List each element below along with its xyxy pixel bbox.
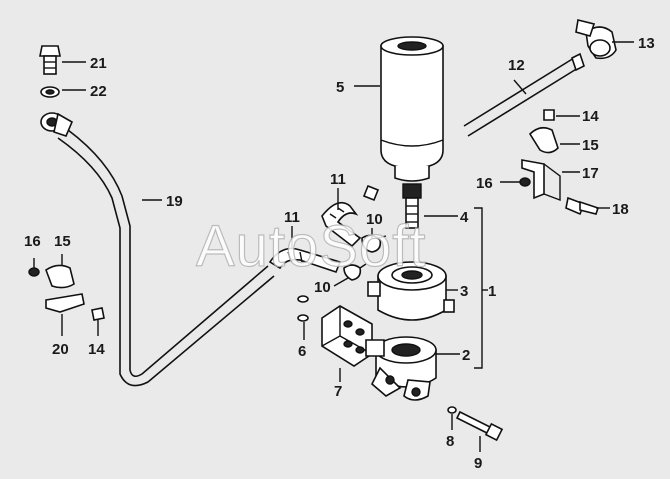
- callout-9: 9: [474, 455, 482, 472]
- callout-2: 2: [462, 347, 470, 364]
- leader-lines: [33, 41, 634, 452]
- callout-5: 5: [336, 79, 344, 96]
- callout-14-right: 14: [582, 108, 599, 125]
- assembly-bracket: [474, 207, 488, 369]
- bracket-left: [28, 264, 105, 321]
- filter-head: [367, 261, 455, 321]
- callout-16-right: 16: [476, 175, 493, 192]
- callout-15-right: 15: [582, 137, 599, 154]
- banjo-bolt: [39, 45, 61, 75]
- hose-upper: [321, 184, 380, 248]
- callout-14-left: 14: [88, 341, 105, 358]
- sealing-washer: [40, 86, 60, 98]
- washer-set: [297, 295, 309, 322]
- callout-10-lower: 10: [314, 279, 331, 296]
- callout-21: 21: [90, 55, 107, 72]
- callout-8: 8: [446, 433, 454, 450]
- watermark: AutoSoft: [196, 214, 426, 279]
- callout-22: 22: [90, 83, 107, 100]
- callout-15-left: 15: [54, 233, 71, 250]
- callout-1: 1: [488, 283, 496, 300]
- callout-19: 19: [166, 193, 183, 210]
- callout-11-lower: 11: [284, 209, 300, 226]
- callout-4: 4: [460, 209, 469, 226]
- mounting-bolt: [447, 406, 504, 442]
- bracket-right: [519, 109, 600, 216]
- callout-labels: 21 22 5 12 13 14 15 17 16 18 11 11 10 4 …: [24, 35, 655, 472]
- callout-20: 20: [52, 341, 69, 358]
- callout-12: 12: [508, 57, 525, 74]
- hose-clamp-lower: [343, 263, 367, 281]
- callout-3: 3: [460, 283, 468, 300]
- threaded-nipple: [402, 183, 422, 229]
- callout-18: 18: [612, 201, 629, 218]
- callout-10-upper: 10: [366, 211, 383, 228]
- callout-7: 7: [334, 383, 342, 400]
- hose-lower: [268, 247, 342, 273]
- adapter-plate: [321, 305, 385, 367]
- callout-13: 13: [638, 35, 655, 52]
- elbow-fitting: [575, 19, 617, 60]
- callout-11-upper: 11: [330, 171, 346, 188]
- oil-filter-cartridge: [380, 36, 444, 182]
- callout-17: 17: [582, 165, 599, 182]
- oil-line-pipe: [40, 112, 275, 387]
- oil-cooler-housing: [371, 336, 437, 401]
- callout-16-left: 16: [24, 233, 41, 250]
- callout-6: 6: [298, 343, 306, 360]
- return-line-pipe: [463, 52, 585, 137]
